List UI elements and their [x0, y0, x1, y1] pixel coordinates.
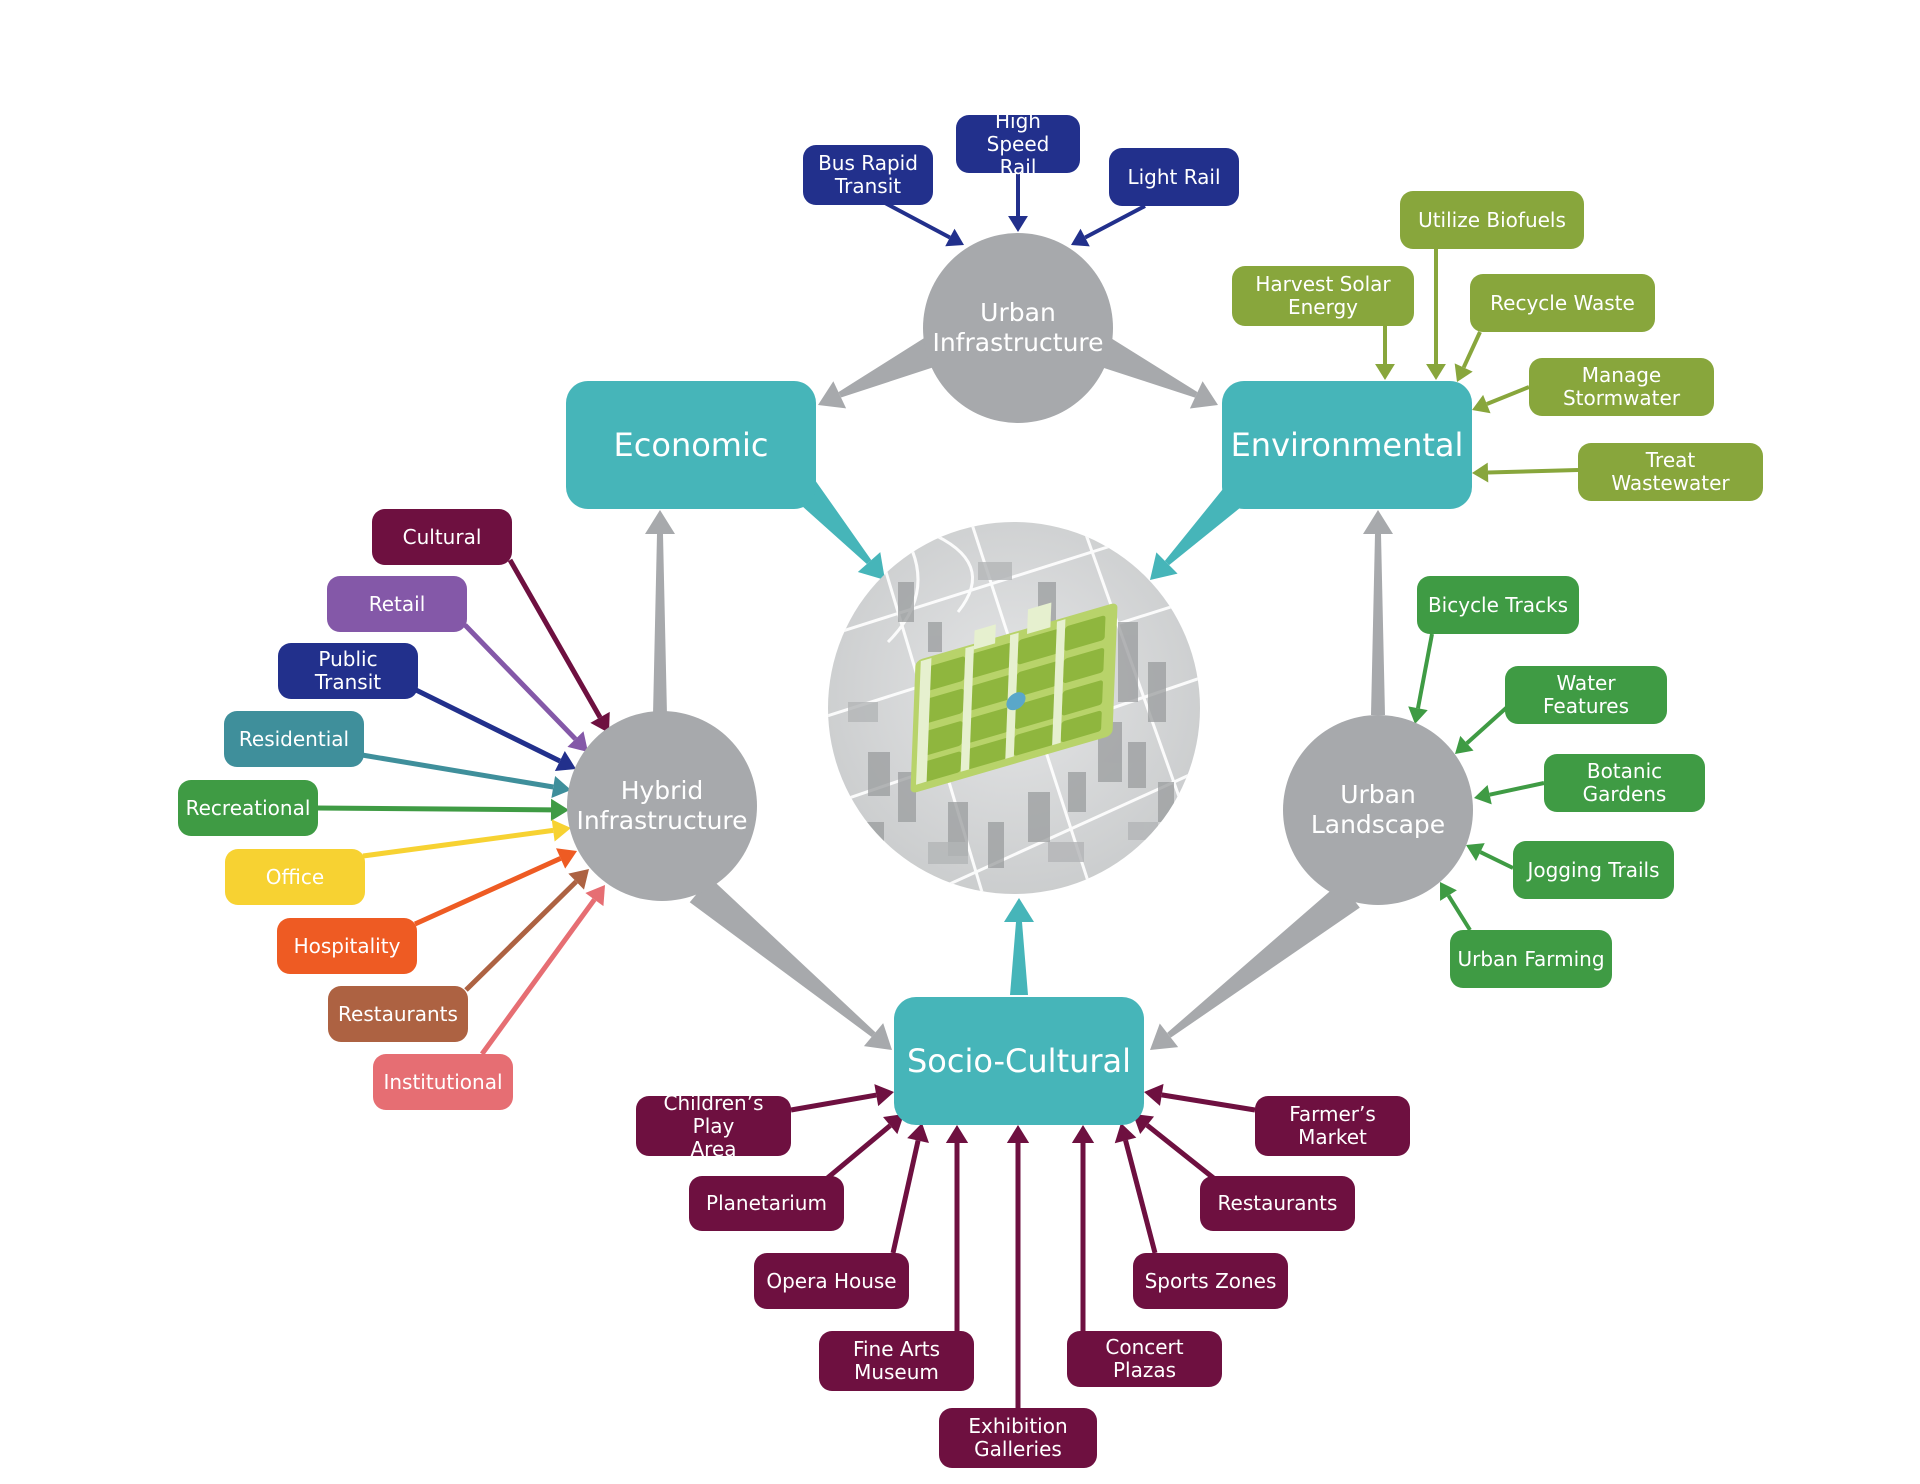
hybrid-use-hospitality: Hospitality: [277, 918, 417, 974]
arrow-hybrid-use-7: [464, 869, 589, 992]
hybrid-use-institutional: Institutional: [373, 1054, 513, 1110]
socio-use-farmers-market: Farmer’s Market: [1255, 1096, 1410, 1156]
connector-socio-to-city: [1004, 898, 1034, 995]
landscape-urban-farming: Urban Farming: [1450, 930, 1612, 988]
arrow-socio-use-1: [823, 1114, 904, 1182]
arrow-transit-2: [1071, 204, 1146, 247]
arrow-landscape-3: [1466, 843, 1514, 870]
env-manage-stormwater: Manage Stormwater: [1529, 358, 1714, 416]
arrow-hybrid-use-0: [507, 558, 610, 733]
env-utilize-biofuels: Utilize Biofuels: [1400, 191, 1584, 249]
socio-use-childrens-play-area: Children’s Play Area: [636, 1091, 791, 1160]
connector-urban-infra-to-economic: [818, 335, 942, 409]
connector-landscape-to-environmental: [1363, 510, 1393, 715]
arrow-socio-use-5: [1071, 1125, 1095, 1331]
env-treat-wastewater: Treat Wastewater: [1578, 443, 1763, 501]
socio-use-restaurants: Restaurants: [1200, 1176, 1355, 1231]
arrow-socio-use-8: [1144, 1083, 1256, 1113]
arrow-socio-use-7: [1133, 1114, 1218, 1182]
socio-use-opera-house: Opera House: [754, 1253, 909, 1309]
hybrid-use-retail: Retail: [327, 576, 467, 632]
city-aerial-image: [828, 522, 1200, 894]
hub-urban-landscape: Urban Landscape: [1283, 715, 1473, 905]
socio-use-concert-plazas: Concert Plazas: [1067, 1331, 1222, 1387]
arrow-landscape-4: [1440, 882, 1472, 932]
arrow-landscape-2: [1474, 781, 1545, 805]
hub-hybrid-infrastructure: Hybrid Infrastructure: [567, 711, 757, 901]
transit-bus-rapid-transit: Bus Rapid Transit: [803, 145, 933, 205]
hybrid-use-residential: Residential: [224, 711, 364, 767]
env-recycle-waste: Recycle Waste: [1470, 274, 1655, 332]
socio-use-planetarium: Planetarium: [689, 1176, 844, 1231]
arrow-environmental-3: [1472, 385, 1530, 414]
arrow-hybrid-use-1: [463, 623, 588, 752]
landscape-botanic-gardens: Botanic Gardens: [1544, 754, 1705, 812]
arrow-socio-use-0: [790, 1084, 894, 1113]
hybrid-use-cultural: Cultural: [372, 509, 512, 565]
hybrid-use-office: Office: [225, 849, 365, 905]
connector-urban-infra-to-environmental: [1093, 335, 1218, 409]
hub-urban-infrastructure: Urban Infrastructure: [923, 233, 1113, 423]
pillar-economic: Economic: [566, 381, 816, 509]
arrow-hybrid-use-8: [479, 885, 605, 1056]
arrow-environmental-1: [1426, 249, 1446, 380]
transit-high-speed-rail: High Speed Rail: [956, 109, 1080, 178]
arrow-socio-use-3: [945, 1125, 969, 1331]
pillar-socio-cultural: Socio-Cultural: [894, 997, 1144, 1125]
landscape-water-features: Water Features: [1505, 666, 1667, 724]
hybrid-use-recreational: Recreational: [178, 780, 318, 836]
arrow-landscape-0: [1408, 633, 1434, 724]
transit-light-rail: Light Rail: [1109, 148, 1239, 206]
arrow-hybrid-use-4: [315, 798, 569, 822]
hybrid-use-public-transit: Public Transit: [278, 643, 418, 699]
connector-landscape-to-socio: [1150, 882, 1360, 1050]
arrow-hybrid-use-5: [362, 819, 571, 859]
hybrid-use-restaurants: Restaurants: [328, 986, 468, 1042]
connector-hybrid-to-socio: [689, 877, 892, 1050]
arrow-environmental-0: [1375, 326, 1395, 380]
connector-hybrid-to-economic: [645, 510, 675, 715]
connector-economic-to-city: [794, 480, 885, 580]
arrow-hybrid-use-2: [414, 687, 576, 772]
arrow-environmental-2: [1454, 331, 1482, 382]
env-harvest-solar-energy: Harvest Solar Energy: [1232, 266, 1414, 326]
pillar-environmental: Environmental: [1222, 381, 1472, 509]
landscape-bicycle-tracks: Bicycle Tracks: [1417, 576, 1579, 634]
socio-use-fine-arts-museum: Fine Arts Museum: [819, 1331, 974, 1391]
socio-use-exhibition-galleries: Exhibition Galleries: [939, 1408, 1097, 1468]
arrow-transit-1: [1008, 173, 1028, 232]
socio-use-sports-zones: Sports Zones: [1133, 1253, 1288, 1309]
arrow-socio-use-2: [890, 1123, 929, 1254]
arrow-environmental-4: [1472, 462, 1579, 483]
arrow-hybrid-use-3: [361, 752, 571, 799]
arrow-socio-use-4: [1006, 1125, 1030, 1408]
landscape-jogging-trails: Jogging Trails: [1513, 841, 1674, 899]
arrow-hybrid-use-6: [413, 848, 577, 927]
arrow-socio-use-6: [1114, 1123, 1158, 1254]
